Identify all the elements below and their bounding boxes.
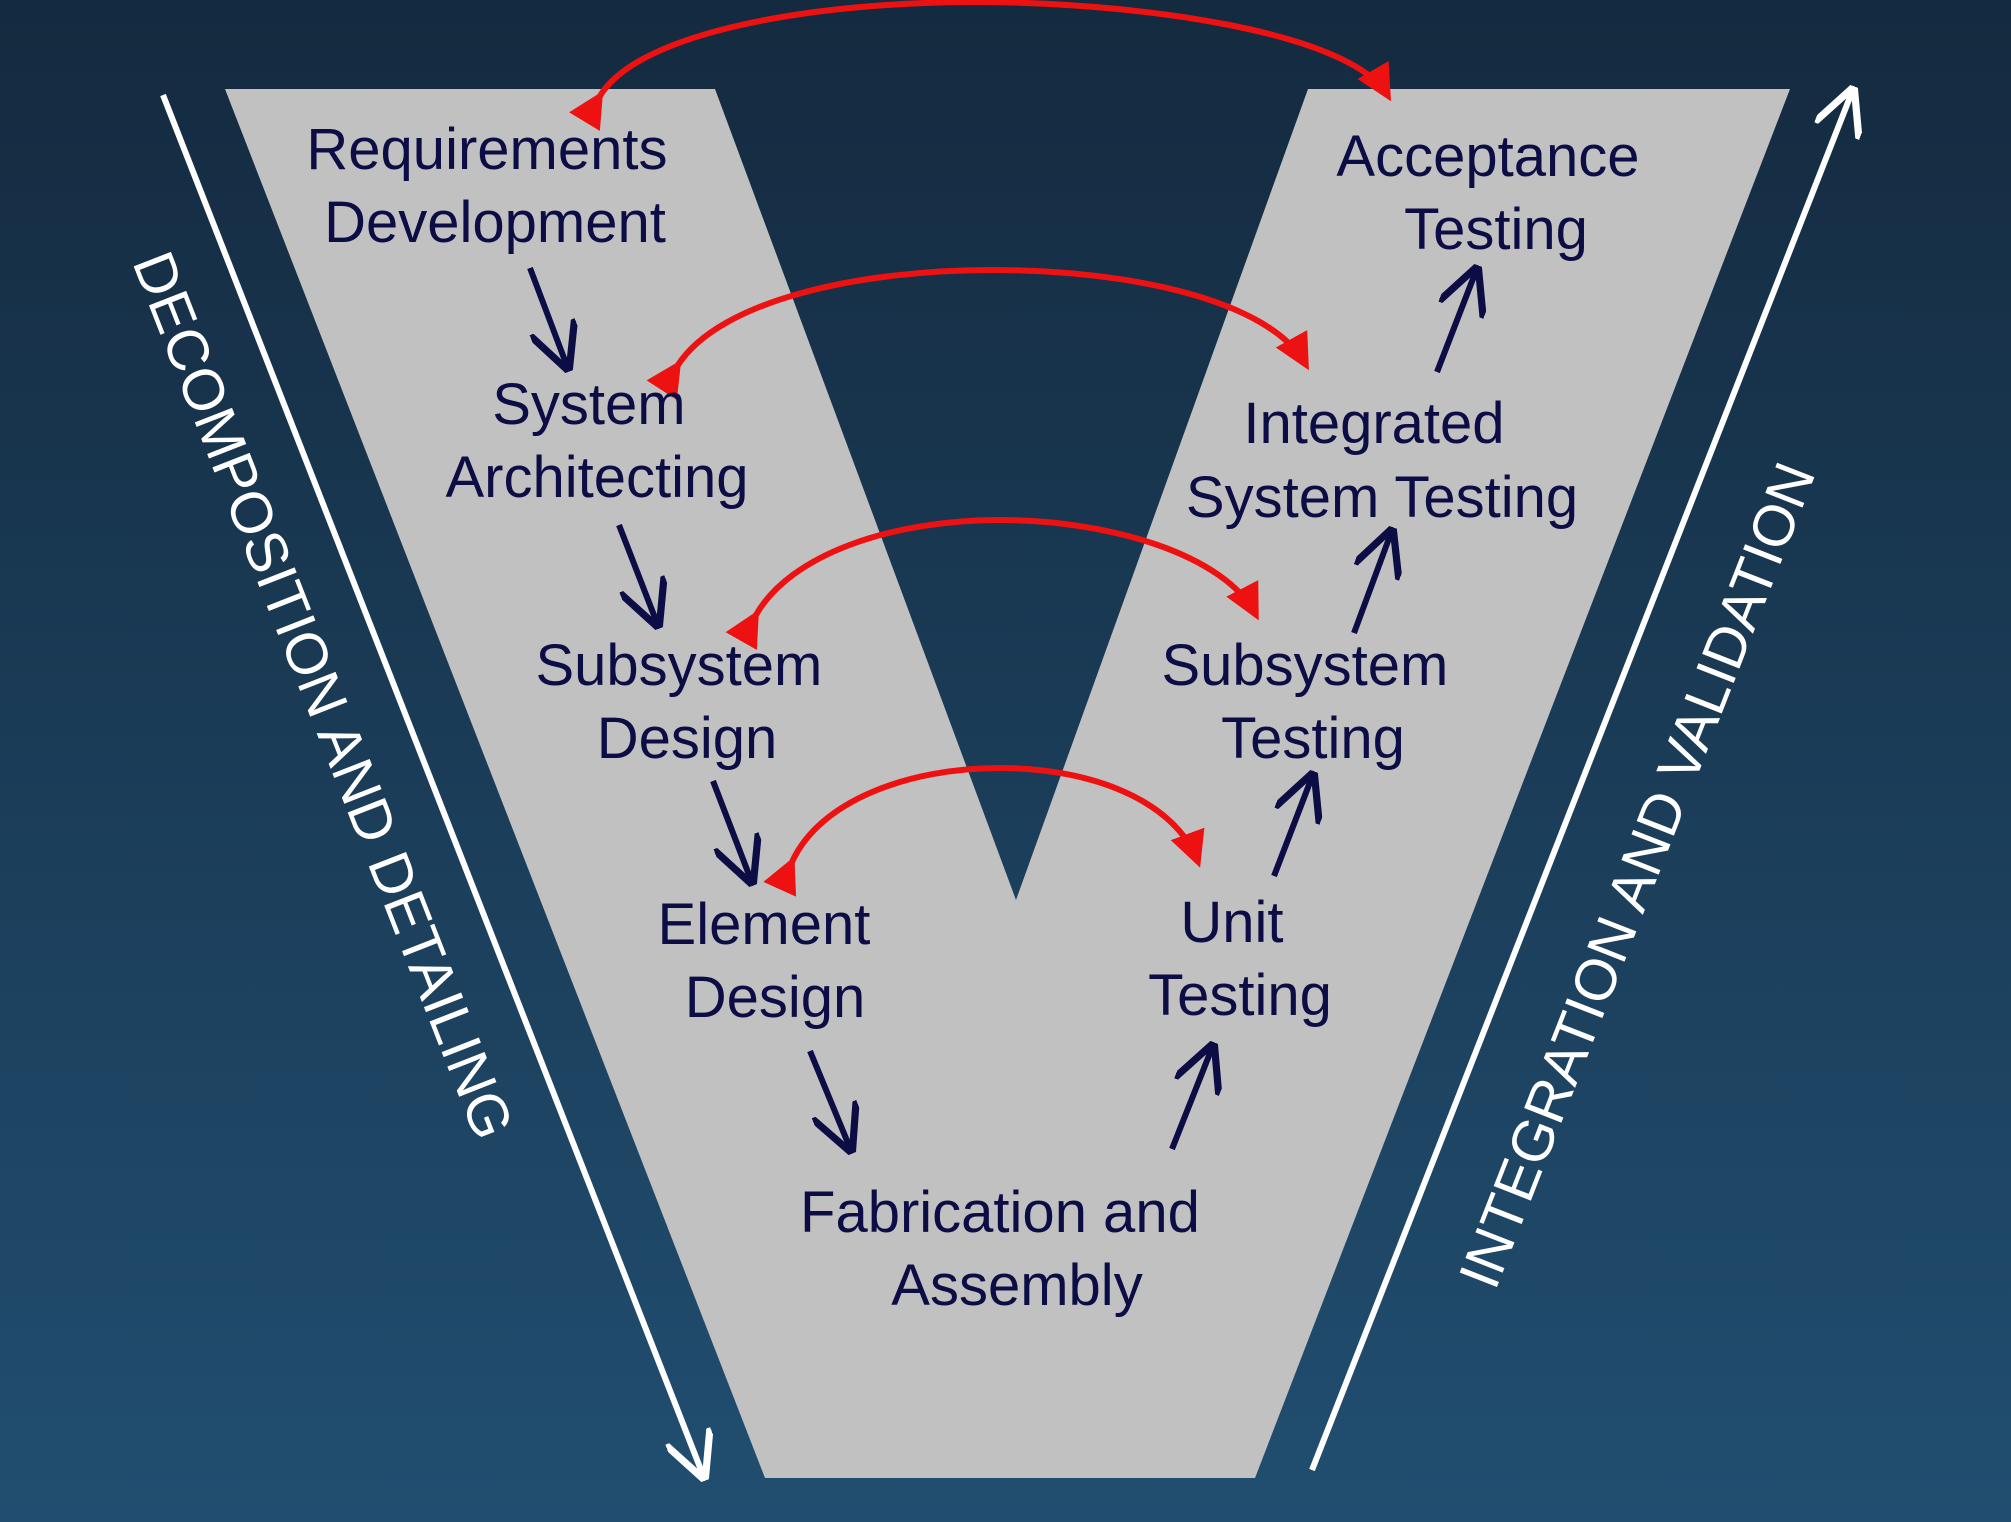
stage-element-design: Element Design bbox=[658, 892, 887, 1030]
trace-arrow-element-design-to-unit bbox=[763, 764, 1205, 897]
flow-arrow-unit-to-subsystem-testing bbox=[1271, 777, 1312, 878]
flow-arrow-requirements-to-architecting bbox=[527, 266, 567, 366]
flow-arrow-element-design-to-fabrication bbox=[807, 1049, 850, 1148]
trace-arrow-subsystem-design-to-testing bbox=[725, 516, 1259, 650]
stage-requirements-development: Requirements Development bbox=[306, 117, 683, 255]
integration-arrow bbox=[1309, 92, 1852, 1472]
trace-arrow-requirements-to-acceptance bbox=[569, 0, 1392, 131]
stage-integrated-system-testing: Integrated System Testing bbox=[1186, 391, 1578, 530]
stage-subsystem-testing: Subsystem Testing bbox=[1161, 633, 1464, 771]
stage-acceptance-testing: Acceptance Testing bbox=[1336, 124, 1655, 262]
flow-arrow-integrated-to-acceptance bbox=[1434, 271, 1476, 374]
stage-fabrication-and-assembly: Fabrication and Assembly bbox=[800, 1180, 1216, 1318]
flow-arrow-subsystem-to-integrated-testing bbox=[1351, 533, 1391, 635]
stage-subsystem-design: Subsystem Design bbox=[535, 633, 838, 771]
stage-unit-testing: Unit Testing bbox=[1148, 890, 1332, 1028]
v-shape bbox=[225, 89, 1790, 1478]
decomposition-arrow bbox=[160, 93, 703, 1475]
flow-arrow-fabrication-to-unit-testing bbox=[1169, 1048, 1212, 1151]
flow-arrow-subsystem-design-to-element-design bbox=[710, 779, 751, 880]
trace-arrow-architecting-to-integrated bbox=[646, 266, 1309, 400]
stage-system-architecting: System Architecting bbox=[445, 372, 748, 510]
flow-arrow-architecting-to-subsystem-design bbox=[616, 523, 657, 623]
